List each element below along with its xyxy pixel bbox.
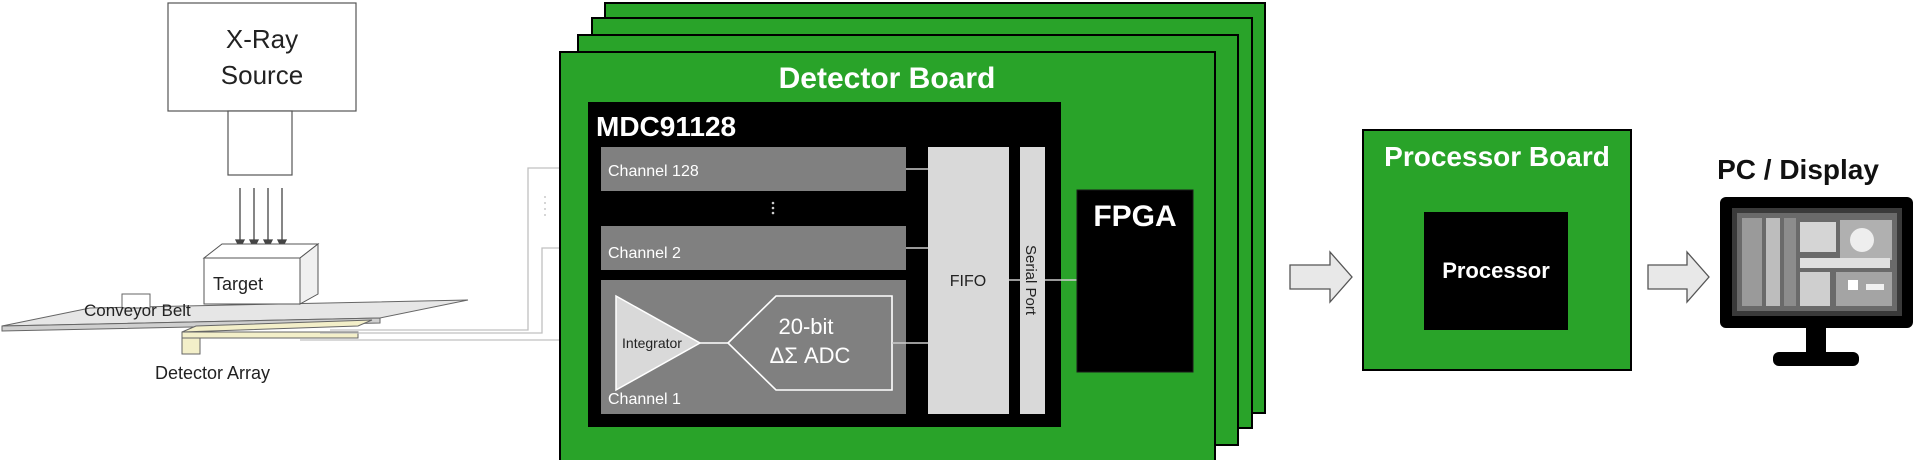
channel-1-label: Channel 1 [608,391,681,408]
processor-chip [1424,212,1568,330]
xray-source-label-1: X-Ray [226,24,298,54]
detector-board-title: Detector Board [779,62,996,95]
detector-board: Detector Board MDC91128 Channel 128 Chan… [559,51,1216,463]
channel-ellipsis [771,201,775,215]
processor-board: Processor Board Processor [1362,129,1632,371]
pc-display: PC / Display [1717,154,1913,366]
fifo-block [928,147,1009,414]
conveyor-belt [1,293,469,332]
processor-label: Processor [1442,258,1550,283]
serial-port-block [1020,147,1045,414]
arrow-to-processor [1289,250,1353,304]
fpga-label: FPGA [1093,200,1176,233]
integrator-label: Integrator [622,335,682,351]
adc-label-1: 20-bit [778,314,833,339]
serial-port-label: Serial Port [1022,245,1039,316]
target-label: Target [213,274,263,294]
integrator-block [615,294,702,392]
channel-128-block [601,147,906,191]
xray-source: X-Ray Source [167,2,357,176]
target-object: Target [202,242,320,305]
processor-board-title: Processor Board [1384,141,1610,172]
fpga: FPGA [1076,189,1194,373]
fifo-connectors [892,168,928,344]
detector-array-label: Detector Array [155,363,270,383]
mdc-chip: MDC91128 Channel 128 Channel 2 Channel 1… [588,102,1061,427]
channel-2-label: Channel 2 [608,245,681,262]
fifo-label: FIFO [950,273,986,290]
channel-128-label: Channel 128 [608,163,699,180]
pc-display-title: PC / Display [1717,154,1879,185]
conveyor-belt-label: Conveyor Belt [84,301,191,320]
detector-array [181,319,373,355]
adc-label-2: ΔΣ ADC [770,343,851,368]
monitor-icon [1720,197,1913,366]
channel-2-block [601,226,906,270]
mdc-chip-label: MDC91128 [596,111,736,142]
xray-beams [234,188,288,250]
arrow-to-pc [1647,250,1710,304]
xray-source-label-2: Source [221,60,303,90]
